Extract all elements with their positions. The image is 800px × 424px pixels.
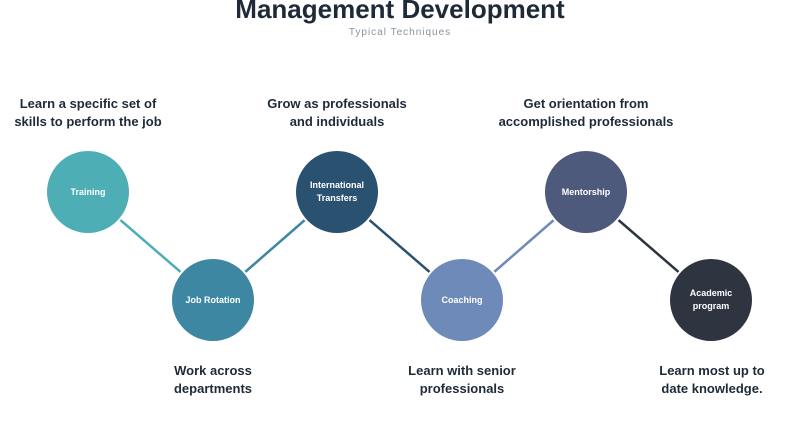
caption-training: Learn a specific set of skills to perfor…	[14, 96, 162, 129]
page-title: Management Development	[235, 0, 565, 24]
node-label-job-rotation: Job Rotation	[185, 294, 241, 305]
node-international-transfers: International Transfers	[296, 151, 378, 233]
node-label-coaching: Coaching	[441, 294, 483, 305]
node-job-rotation: Job Rotation	[172, 259, 254, 341]
caption-coaching: Learn with senior professionals	[408, 363, 516, 396]
caption-job-rotation: Work across departments	[173, 363, 253, 396]
node-coaching: Coaching	[421, 259, 503, 341]
caption-international-transfers: Grow as professionals and individuals	[267, 96, 407, 129]
node-label-international-transfers: International Transfers	[309, 180, 364, 203]
caption-academic-program: Learn most up to date knowledge.	[659, 363, 765, 396]
node-label-academic-program: Academic program	[689, 288, 733, 311]
node-mentorship: Mentorship	[545, 151, 627, 233]
node-label-training: Training	[70, 186, 106, 197]
node-label-mentorship: Mentorship	[561, 186, 611, 197]
node-training: Training	[47, 151, 129, 233]
node-academic-program: Academic program	[670, 259, 752, 341]
caption-mentorship: Get orientation from accomplished profes…	[498, 96, 674, 129]
page-subtitle: Typical Techniques	[348, 27, 452, 38]
